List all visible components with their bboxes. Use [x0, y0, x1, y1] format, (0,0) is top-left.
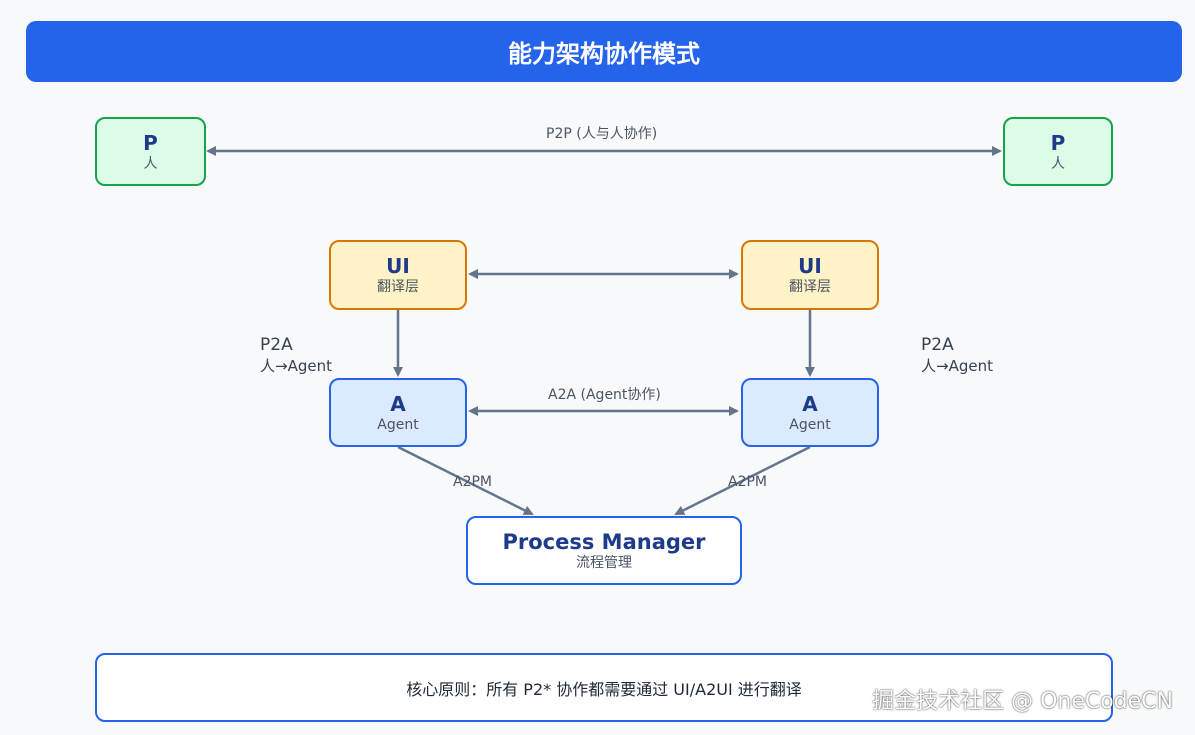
edge-a2pm-right: [674, 445, 811, 516]
node-agent-left-sublabel: Agent: [377, 416, 419, 433]
side-label-p2a-left-desc: 人→Agent: [260, 357, 332, 375]
node-process-manager-sublabel: 流程管理: [576, 554, 632, 571]
node-agent-right: A Agent: [741, 378, 879, 447]
node-person-right-sublabel: 人: [1051, 155, 1065, 172]
node-ui-left-label: UI: [386, 254, 410, 278]
node-ui-left-sublabel: 翻译层: [377, 279, 419, 295]
node-process-manager-label: Process Manager: [502, 529, 706, 554]
side-label-p2a-left: P2A 人→Agent: [260, 335, 332, 377]
node-person-left-sublabel: 人: [143, 155, 158, 172]
edge-label-a2pm-right: A2PM: [728, 474, 768, 490]
node-person-right-label: P: [1050, 130, 1066, 155]
core-principle-box: 核心原则：所有 P2* 协作都需要通过 UI/A2UI 进行翻译: [95, 653, 1113, 722]
node-process-manager: Process Manager 流程管理: [466, 516, 742, 585]
side-label-p2a-right-title: P2A: [921, 335, 954, 355]
node-agent-right-label: A: [802, 391, 818, 416]
side-label-p2a-right-desc: 人→Agent: [921, 357, 993, 375]
node-ui-right: UI 翻译层: [741, 240, 879, 310]
edge-label-p2p: P2P (人与人协作): [546, 126, 658, 142]
node-person-left-label: P: [143, 130, 158, 155]
node-person-left: P 人: [95, 117, 206, 186]
node-person-right: P 人: [1003, 117, 1113, 186]
node-agent-left-label: A: [390, 391, 406, 416]
edge-label-a2a: A2A (Agent协作): [548, 387, 661, 403]
core-principle-text: 核心原则：所有 P2* 协作都需要通过 UI/A2UI 进行翻译: [406, 679, 802, 699]
node-agent-right-sublabel: Agent: [789, 416, 831, 433]
node-ui-left: UI 翻译层: [329, 240, 467, 310]
node-agent-left: A Agent: [329, 378, 467, 447]
diagram-title: 能力架构协作模式: [26, 21, 1182, 82]
watermark: 掘金技术社区 @ OneCodeCN: [872, 689, 1173, 714]
side-label-p2a-left-title: P2A: [260, 335, 293, 355]
edge-a2pm-left: [397, 445, 534, 516]
node-ui-right-sublabel: 翻译层: [789, 279, 831, 295]
side-label-p2a-right: P2A 人→Agent: [921, 335, 993, 377]
node-ui-right-label: UI: [798, 254, 822, 278]
edge-label-a2pm-left: A2PM: [453, 474, 493, 490]
